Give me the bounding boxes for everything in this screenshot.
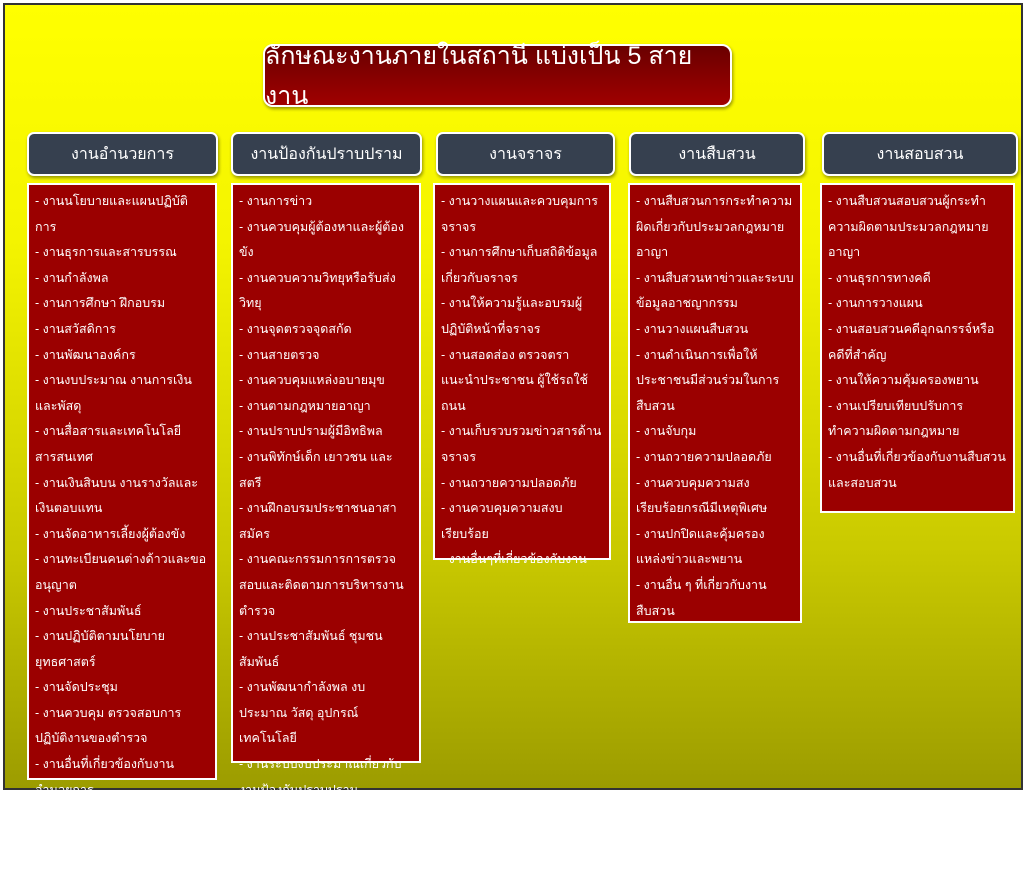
list-administration: - งานนโยบายและแผนปฏิบัติการ - งานธุรการแล… xyxy=(27,183,217,797)
list-item: - งานงบประมาณ งานการเงินและพัสดุ xyxy=(35,373,192,413)
list-item: - งานทะเบียนคนต่างด้าวและขออนุญาต xyxy=(35,552,207,592)
list-item: - งานเก็บรวบรวมข่าวสารด้านจราจร xyxy=(441,424,602,464)
list-item: - งานการข่าว xyxy=(239,194,313,208)
list-item: - งานการศึกษา ฝึกอบรม xyxy=(35,296,166,311)
list-item: - งานให้ความรู้และอบรมผู้ปฏิบัติหน้าที่จ… xyxy=(441,296,583,336)
list-item: - งานอื่นๆที่เกี่ยวข้องกับงาน xyxy=(441,552,587,567)
list-item: - งานพัฒนากำลังพล งบประมาณ วัสดุ อุปกรณ์… xyxy=(239,680,366,746)
list-item: - งานปราบปรามผู้มีอิทธิพล xyxy=(239,424,383,439)
list-item: - งานจัดอาหารเลี้ยงผู้ต้องขัง xyxy=(35,526,186,541)
list-item: - งานให้ความคุ้มครองพยาน xyxy=(828,373,979,388)
list-item: - งานควบคุมความสงบเรียบร้อย xyxy=(239,833,409,848)
list-item: - งานดำเนินการเพื่อให้ประชาชนมีส่วนร่วมใ… xyxy=(636,347,780,413)
list-item: - งานอื่นที่เกี่ยวกับงานป้องกัน xyxy=(239,859,394,874)
list-item: - งานปฏิบัติตามนโยบายยุทธศาสตร์ xyxy=(35,629,165,669)
header-traffic: งานจราจร xyxy=(436,132,615,176)
list-item: - งานจัดประชุม xyxy=(35,680,118,695)
diagram-canvas: ลักษณะงานภายในสถานี แบ่งเป็น 5 สายงาน งา… xyxy=(3,3,1023,873)
list-item: - งานพิทักษ์เด็ก เยาวชน และสตรี xyxy=(239,449,393,490)
list-item: - งานเงินสินบน งานรางวัลและเงินตอบแทน xyxy=(35,475,198,516)
header-inquiry: งานสอบสวน xyxy=(822,132,1018,176)
list-item: - งานควบคุมความสงบเรียบร้อย xyxy=(441,501,563,541)
list-item: - งานควบคุมแหล่งอบายมุข xyxy=(239,373,385,388)
list-item: - งานอื่น ๆ ที่เกี่ยวกับงานสืบสวน xyxy=(636,577,767,618)
list-item: - งานคณะกรรมการการตรวจสอบและติดตามการบริ… xyxy=(239,552,404,618)
list-item: - งานระบบงบประมาณเกี่ยวกับงานป้องกันปราบ… xyxy=(239,757,402,797)
list-item: - งานอื่นที่เกี่ยวข้องกับงานสืบสวนและสอบ… xyxy=(828,449,1006,490)
list-traffic: - งานวางแผนและควบคุมการจราจร - งานการศึกษ… xyxy=(433,183,611,566)
header-investigation: งานสืบสวน xyxy=(629,132,805,176)
list-item: - งานวางแผนและควบคุมการจราจร xyxy=(441,194,599,234)
list-item: - งานสอดส่อง ตรวจตราแนะนำประชาชน ผู้ใช้ร… xyxy=(441,347,589,413)
list-investigation: - งานสืบสวนการกระทำความผิดเกี่ยวกับประมว… xyxy=(628,183,802,623)
list-item: - งานควบคุมผู้ต้องหาและผู้ต้องขัง xyxy=(239,219,405,260)
list-item: - งานสืบสวนสอบสวนผู้กระทำความผิดตามประมว… xyxy=(828,194,989,260)
list-item: - งานพัฒนาองค์กร xyxy=(35,347,136,362)
list-item: - งานประชาสัมพันธ์ ชุมชนสัมพันธ์ xyxy=(239,629,383,669)
list-item: - งานประชาสัมพันธ์ xyxy=(35,603,142,618)
list-item: - งานการศึกษาเก็บสถิติข้อมูลเกี่ยวกับจรา… xyxy=(441,245,598,285)
list-item: - งานเปรียบเทียบปรับการทำความผิดตามกฎหมา… xyxy=(828,398,964,439)
list-item: - งานปกปิดและคุ้มครองแหล่งข่าวและพยาน xyxy=(636,526,765,567)
list-item: - งานสืบสวนการกระทำความผิดเกี่ยวกับประมว… xyxy=(636,194,793,260)
header-administration: งานอำนวยการ xyxy=(27,132,218,176)
list-item: - งานฝึกอบรมประชาชนอาสาสมัคร xyxy=(239,501,397,541)
list-item: - งานควบความวิทยุหรือรับส่งวิทยุ xyxy=(239,270,396,311)
list-item: - งานสื่อสารและเทคโนโลยีสารสนเทศ xyxy=(35,424,182,464)
list-item: - งานนโยบายและแผนปฏิบัติการ xyxy=(35,194,188,234)
list-item: - งานจับกุม xyxy=(636,424,697,439)
list-item: - งานจุดตรวจจุดสกัด xyxy=(239,321,352,336)
list-item: - งานสวัสดิการ xyxy=(35,321,116,336)
diagram-title: ลักษณะงานภายในสถานี แบ่งเป็น 5 สายงาน xyxy=(263,42,732,110)
list-item: - งานสืบสวนหาข่าวและระบบข้อมูลอาชญากรรม xyxy=(636,270,794,311)
list-item: - งานธุรการและสารบรรณ xyxy=(35,245,177,260)
list-item: - งานควบคุม ตรวจสอบการปฏิบัติงานของตำรวจ xyxy=(35,705,182,746)
list-item: - งานถวายความปลอดภัย xyxy=(239,808,375,823)
header-crime-prevention: งานป้องกันปราบปราม xyxy=(231,132,422,176)
list-item: - งานถวายความปลอดภัย xyxy=(636,449,772,464)
list-item: - งานธุรการทางคดี xyxy=(828,270,931,285)
list-inquiry: - งานสืบสวนสอบสวนผู้กระทำความผิดตามประมว… xyxy=(820,183,1015,513)
list-item: - งานสายตรวจ xyxy=(239,347,320,362)
list-item: - งานการวางแผน xyxy=(828,296,923,311)
list-item: - งานควบคุมความสงเรียบร้อยกรณีมีเหตุพิเศ… xyxy=(636,475,768,516)
list-item: - งานสอบสวนคดีอุกฉกรรจ์หรือคดีที่สำคัญ xyxy=(828,321,995,362)
list-item: - งานวางแผนสืบสวน xyxy=(636,321,749,336)
list-item: - งานถวายความปลอดภัย xyxy=(441,475,577,490)
list-item: - งานตามกฎหมายอาญา xyxy=(239,398,371,413)
list-item: - งานกำลังพล xyxy=(35,270,109,285)
list-crime-prevention: - งานการข่าว - งานควบคุมผู้ต้องหาและผู้ต้… xyxy=(231,183,421,873)
list-item: - งานอื่นที่เกี่ยวข้องกับงานอำนวยการ xyxy=(35,757,175,797)
